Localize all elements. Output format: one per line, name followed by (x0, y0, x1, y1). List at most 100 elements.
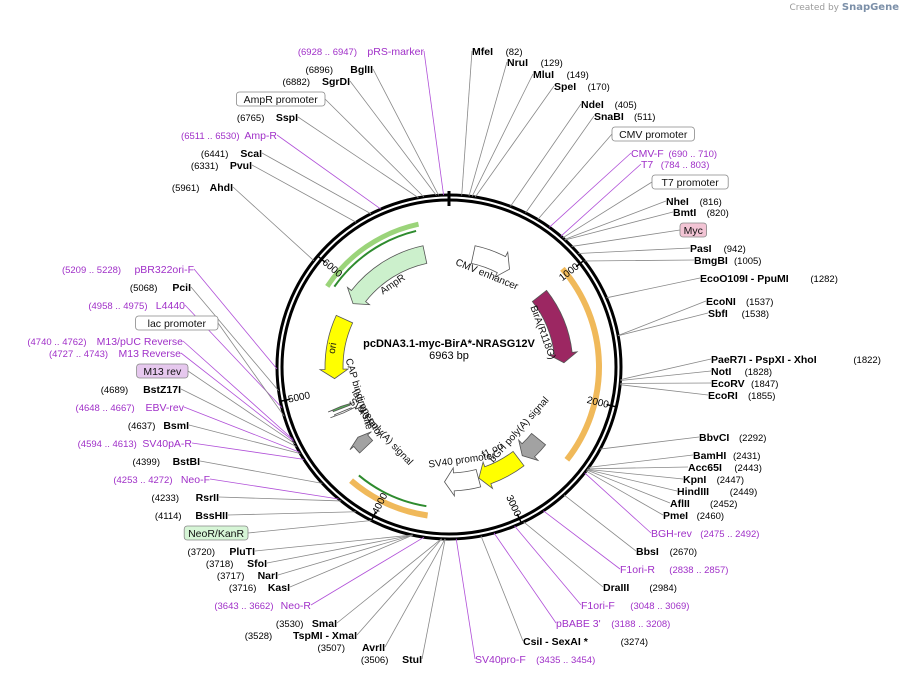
leader-line (372, 68, 439, 196)
site-name: F1ori-R (620, 564, 655, 576)
site-position: (4958 .. 4975) (88, 301, 147, 312)
site-lac-promoter: lac promoter (135, 315, 219, 331)
leader-line (510, 103, 582, 207)
leader-line (620, 384, 709, 396)
site-ecorv: EcoRV(1847) (711, 378, 778, 390)
site-aflii: AflII (2452) (670, 498, 737, 510)
site-name: AflII (670, 498, 690, 510)
leader-line (474, 85, 555, 198)
site-kasi: KasI(3716) (229, 582, 290, 594)
feature-bgh-poly-a-signal (517, 432, 547, 462)
site-name: SpeI (554, 81, 576, 93)
site-position: (3048 .. 3069) (630, 601, 689, 612)
site-myc: Myc (679, 222, 708, 238)
site-name: pRS-marker (367, 46, 424, 58)
site-pbr322ori-f: pBR322ori-F(5209 .. 5228) (62, 264, 194, 276)
site-name: EBV-rev (145, 402, 184, 414)
site-position: (1538) (742, 309, 769, 320)
tick-mark (370, 511, 377, 521)
site-name: MfeI (472, 46, 493, 58)
site-nrui: NruI(129) (507, 57, 563, 69)
leader-line (480, 535, 524, 642)
leader-line (297, 116, 419, 199)
myc-birA-insert-arc (560, 266, 602, 462)
site-avrii: AvrII(3507) (318, 642, 386, 654)
site-name: CMV-F (631, 148, 664, 160)
feature-box-label: Myc (684, 225, 703, 237)
site-mlui: MluI(149) (533, 69, 589, 81)
leader-line (468, 61, 508, 197)
site-position: (5961) (172, 183, 199, 194)
plasmid-length: 6963 bp (429, 350, 469, 362)
site-name: DraIII (603, 582, 629, 594)
site-position: (1282) (810, 274, 837, 285)
site-bsmi: BsmI(4637) (128, 420, 189, 432)
site-name: PvuI (230, 160, 252, 172)
site-position: (5068) (130, 283, 157, 294)
tick-mark (575, 259, 585, 268)
site-t7: T7(784 .. 803) (641, 159, 709, 171)
site-position: (6928 .. 6947) (298, 47, 357, 58)
site-name: AhdI (210, 182, 233, 194)
leader-line (199, 460, 323, 484)
feature-cap-binding-site (327, 401, 355, 413)
site-amp-r: Amp-R(6511 .. 6530) (181, 130, 277, 142)
site-position: (3530) (276, 619, 303, 630)
site-name: BmtI (673, 207, 696, 219)
site-f1ori-f: F1ori-F(3048 .. 3069) (581, 600, 689, 612)
leader-line (584, 472, 652, 534)
site-position: (6331) (191, 161, 218, 172)
site-position: (2443) (734, 463, 761, 474)
site-position: (2670) (670, 547, 697, 558)
site-position: (820) (707, 208, 729, 219)
site-name: pBABE 3' (556, 618, 601, 630)
site-name: BstBI (173, 456, 201, 468)
leader-line (182, 340, 294, 440)
site-bmti: BmtI (820) (673, 207, 729, 219)
feature-box (651, 174, 729, 190)
site-draiii: DraIII(2984) (603, 582, 677, 594)
site-name: EcoNI (706, 296, 736, 308)
leader-line (191, 442, 304, 460)
site-position: (4253 .. 4272) (113, 475, 172, 486)
leader-line (514, 525, 582, 606)
feature-ampr (346, 245, 428, 306)
leader-line (587, 466, 689, 470)
feature-box (135, 315, 219, 331)
site-ecoo109i-ppumi: EcoO109I - PpuMI(1282) (700, 273, 838, 285)
ampr-orf-arc (325, 221, 420, 288)
tick-mark (606, 403, 617, 408)
site-rsrii: RsrII(4233) (152, 492, 220, 504)
site-bbsi: BbsI (2670) (636, 546, 697, 558)
site-sspi: SspI(6765) (237, 112, 298, 124)
site-sv40pa-r: SV40pA-R(4594 .. 4613) (78, 438, 193, 450)
site-tspmi-xmai: TspMI - XmaI(3528) (245, 630, 357, 642)
neo-strand-arc (358, 474, 427, 508)
site-position: (3643 .. 3662) (214, 601, 273, 612)
site-position: (2838 .. 2857) (669, 565, 728, 576)
leader-line (266, 534, 413, 564)
site-prs-marker: pRS-marker (6928 .. 6947) (298, 46, 425, 58)
site-name: PaeR7I - PspXI - XhoI (711, 354, 817, 366)
site-position: (3506) (361, 655, 388, 666)
site-m13-puc-reverse: M13/pUC Reverse(4740 .. 4762) (27, 336, 183, 348)
site-position: (5209 .. 5228) (62, 265, 121, 276)
site-position: (2292) (739, 433, 766, 444)
site-position: (2431) (733, 451, 760, 462)
leader-line (217, 322, 285, 417)
site-position: (4399) (133, 457, 160, 468)
site-name: AvrII (362, 642, 385, 654)
site-position: (2452) (710, 499, 737, 510)
site-position: (6511 .. 6530) (181, 131, 239, 142)
feature-box-label: AmpR promoter (244, 94, 319, 106)
site-name: BbsI (636, 546, 659, 558)
site-ecori: EcoRI(1855) (708, 390, 775, 402)
leader-line (209, 478, 339, 500)
site-ndei: NdeI(405) (581, 99, 637, 111)
site-kpni: KpnI(2447) (683, 474, 744, 486)
site-snabi: SnaBI(511) (594, 111, 655, 123)
leader-line (584, 259, 695, 262)
feature-lac-operator (330, 406, 357, 419)
leader-line (232, 186, 315, 261)
